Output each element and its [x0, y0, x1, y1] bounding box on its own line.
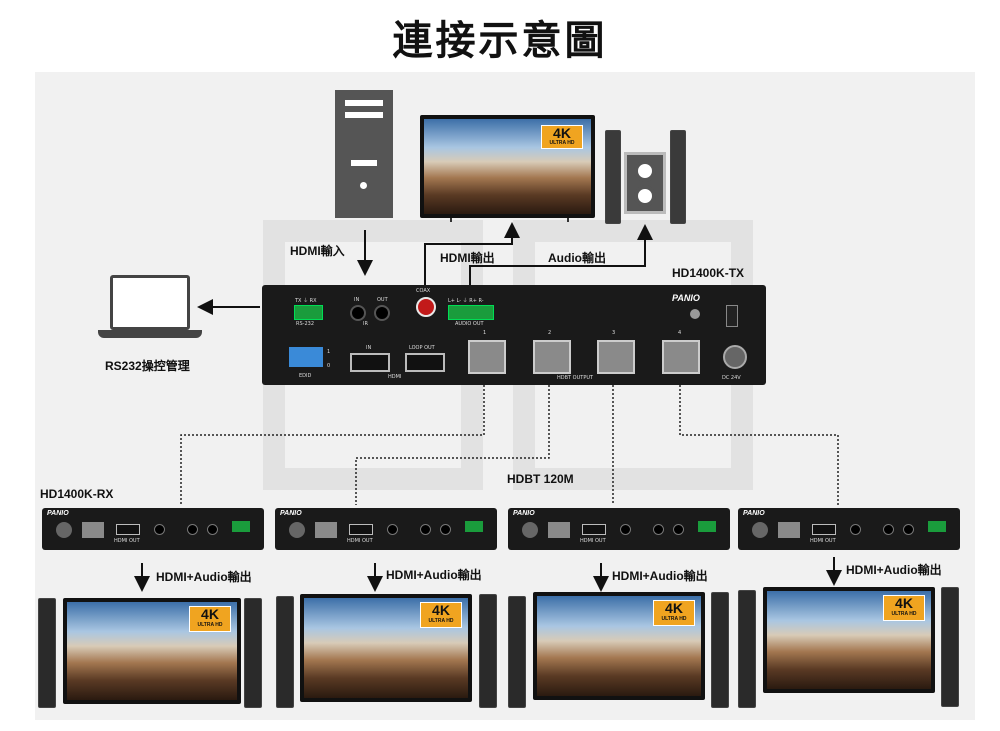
- speaker-right-icon: [670, 130, 686, 224]
- display-tv-4-icon: 4K ULTRA HD: [763, 587, 935, 693]
- page-title: 連接示意圖: [392, 18, 608, 64]
- loop-out-label: LOOP OUT: [409, 345, 435, 351]
- edid-label: EDID: [299, 373, 312, 379]
- port2-label: 2: [548, 330, 552, 336]
- label-rs232-mgmt: RS232操控管理: [105, 359, 190, 373]
- hdmi-in-label: IN: [366, 345, 372, 351]
- speaker-left-icon: [38, 598, 56, 708]
- speaker-right-icon: [711, 592, 729, 708]
- hdmi-in-port: [350, 353, 390, 372]
- uhd-badge: 4K ULTRA HD: [189, 606, 231, 632]
- hdbt-output-label: HDBT OUTPUT: [557, 375, 594, 381]
- label-rx1-output: HDMI+Audio輸出: [156, 570, 252, 584]
- label-rx4-output: HDMI+Audio輸出: [846, 563, 942, 577]
- rs232-label: RS-232: [296, 321, 314, 327]
- speaker-left-icon: [738, 590, 756, 708]
- label-hdbt-distance: HDBT 120M: [507, 472, 574, 486]
- label-rx-model: HD1400K-RX: [40, 487, 114, 501]
- display-tv-3-icon: 4K ULTRA HD: [533, 592, 705, 700]
- edid-off-label: 0: [327, 363, 331, 369]
- coax-label: COAX: [416, 288, 431, 294]
- label-hdmi-in: HDMI輸入: [290, 244, 345, 258]
- rx-brand: PANIO: [743, 510, 765, 517]
- speaker-right-icon: [479, 594, 497, 708]
- edid-dip-switch[interactable]: [289, 347, 323, 367]
- rx-brand: PANIO: [280, 510, 302, 517]
- tx-brand-logo: PANIO: [672, 293, 700, 303]
- laptop-base-icon: [98, 330, 202, 338]
- rx-brand: PANIO: [513, 510, 535, 517]
- hdbt-port-1: [468, 340, 506, 374]
- uhd-badge: 4K ULTRA HD: [541, 125, 583, 149]
- rx-device-1: PANIO HDMI OUT: [42, 508, 264, 550]
- speaker-right-icon: [244, 598, 262, 708]
- ir-label: IR: [363, 321, 368, 327]
- ir-in-label: IN: [354, 297, 360, 303]
- audio-out-label: AUDIO OUT: [455, 321, 484, 327]
- speaker-left-icon: [508, 596, 526, 708]
- rx-hdmi-out: HDMI OUT: [580, 538, 606, 544]
- rx-device-4: PANIO HDMI OUT: [738, 508, 960, 550]
- label-tx-model: HD1400K-TX: [672, 266, 745, 280]
- source-tv-icon: 4K ULTRA HD: [420, 115, 595, 218]
- port4-label: 4: [678, 330, 682, 336]
- audio-pin-label: L+ L- ⏚ R+ R-: [448, 298, 484, 304]
- speaker-left-icon: [605, 130, 621, 224]
- uhd-badge: 4K ULTRA HD: [420, 602, 462, 628]
- port1-label: 1: [483, 330, 487, 336]
- tx-device: TX ⏚ RX RS-232 IN OUT IR COAX L+ L- ⏚ R+…: [262, 285, 766, 385]
- hdbt-port-3: [597, 340, 635, 374]
- dc-label: DC 24V: [722, 375, 741, 381]
- ir-out-label: OUT: [377, 297, 388, 303]
- speaker-right-icon: [941, 587, 959, 707]
- rx-hdmi-out: HDMI OUT: [810, 538, 836, 544]
- ground-screw: [690, 309, 700, 319]
- port3-label: 3: [612, 330, 616, 336]
- uhd-badge: 4K ULTRA HD: [883, 595, 925, 621]
- edid-on-label: 1: [327, 349, 331, 355]
- label-audio-out: Audio輸出: [548, 251, 606, 265]
- hdmi-loop-port: [405, 353, 445, 372]
- hdmi-label: HDMI: [388, 374, 402, 380]
- hdbt-port-2: [533, 340, 571, 374]
- rx-device-3: PANIO HDMI OUT: [508, 508, 730, 550]
- pc-tower-icon: [335, 90, 393, 218]
- rs232-terminal: [294, 305, 323, 320]
- rx-hdmi-out: HDMI OUT: [347, 538, 373, 544]
- label-rx3-output: HDMI+Audio輸出: [612, 569, 708, 583]
- rx-brand: PANIO: [47, 510, 69, 517]
- uhd-badge: 4K ULTRA HD: [653, 600, 695, 626]
- display-tv-2-icon: 4K ULTRA HD: [300, 594, 472, 702]
- tv-stand-icon: [450, 218, 569, 222]
- speaker-center-icon: [624, 152, 666, 214]
- power-switch[interactable]: [726, 305, 738, 327]
- rx-device-2: PANIO HDMI OUT: [275, 508, 497, 550]
- hdbt-port-4: [662, 340, 700, 374]
- label-rx2-output: HDMI+Audio輸出: [386, 568, 482, 582]
- ir-in-jack: [350, 305, 366, 321]
- coax-jack: [416, 297, 436, 317]
- ir-out-jack: [374, 305, 390, 321]
- speaker-left-icon: [276, 596, 294, 708]
- dc-power-jack: [723, 345, 747, 369]
- audio-terminal: [448, 305, 494, 320]
- display-tv-1-icon: 4K ULTRA HD: [63, 598, 241, 704]
- label-hdmi-out: HDMI輸出: [440, 251, 495, 265]
- rx-hdmi-out: HDMI OUT: [114, 538, 140, 544]
- rs232-pin-label: TX ⏚ RX: [295, 298, 317, 304]
- laptop-icon: [110, 275, 190, 330]
